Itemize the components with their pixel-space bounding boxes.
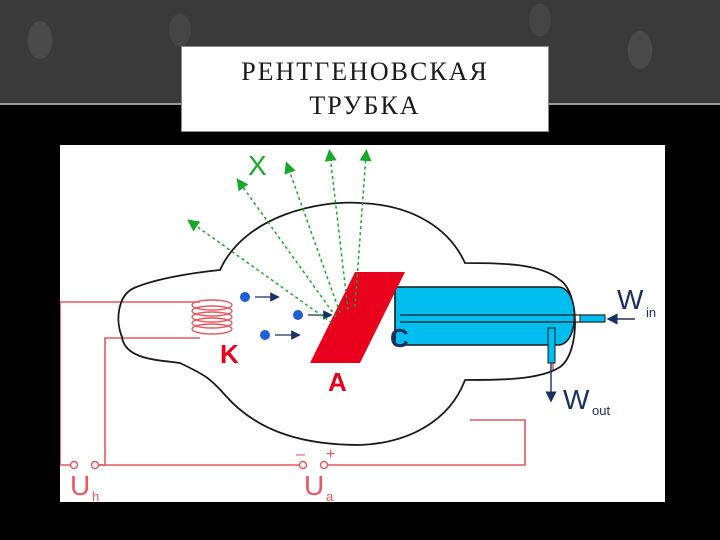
minus-sign: – [296, 446, 305, 463]
water-out-subscript: out [592, 403, 610, 418]
outlet-pipe [547, 327, 556, 364]
water-in-subscript: in [646, 305, 656, 320]
electrons [240, 292, 333, 340]
anode [310, 272, 405, 363]
heater-voltage-subscript: h [92, 489, 99, 502]
terminals [69, 460, 329, 470]
slide-title-line-2: ТРУБКА [309, 91, 421, 120]
water-out-label: W [563, 384, 590, 415]
xray-tube-svg: X K A C W in W out U h U a – + [60, 149, 656, 502]
electron-1 [240, 292, 250, 302]
xray-tube-diagram: X K A C W in W out U h U a – + [60, 145, 665, 502]
x-rays-label: X [248, 150, 267, 181]
inlet-pipe-tip [579, 314, 606, 323]
x-ray-beams [187, 149, 372, 324]
slide-title-line-1: РЕНТГЕНОВСКАЯ [241, 57, 489, 86]
anode-voltage-label: U [304, 470, 324, 501]
cooler-label: C [390, 323, 409, 353]
cathode-label: K [220, 339, 239, 369]
slide-title-box: РЕНТГЕНОВСКАЯ ТРУБКА [181, 46, 549, 132]
cathode-coil [191, 299, 233, 335]
electron-3 [260, 330, 270, 340]
water-in-label: W [617, 284, 644, 315]
plus-sign: + [326, 446, 335, 463]
glass-bulb [117, 201, 576, 446]
electron-2 [293, 310, 303, 320]
cooler-chamber [394, 286, 576, 346]
anode-voltage-subscript: a [326, 489, 334, 502]
anode-label: A [328, 367, 347, 397]
heater-voltage-label: U [70, 470, 90, 501]
